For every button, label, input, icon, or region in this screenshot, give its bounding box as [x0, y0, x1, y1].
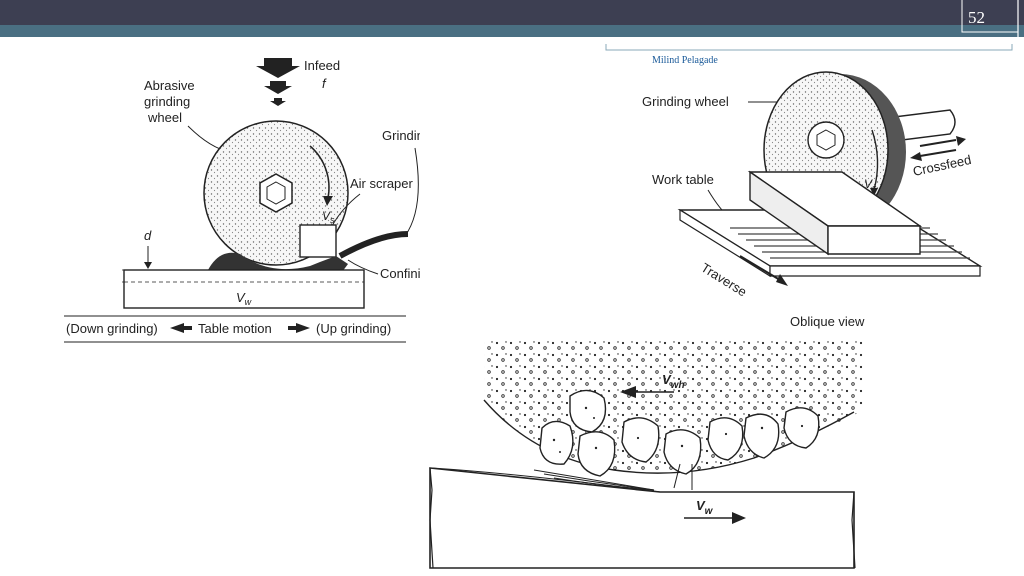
grit-cutting-diagram: Vwh Vw [429, 340, 864, 569]
table-motion-label: Table motion [198, 321, 272, 336]
slide-number-frame [605, 0, 1019, 51]
svg-text:Vwh: Vwh [662, 372, 685, 391]
infeed-arrows [256, 58, 300, 106]
traverse-label: Traverse [698, 260, 749, 300]
workpiece [123, 269, 365, 309]
svg-text:Vs: Vs [322, 209, 335, 225]
bottom-workpiece [429, 467, 855, 569]
author-name: Milind Pelagade [652, 55, 718, 66]
infeed-label: Infeed [304, 58, 340, 73]
slide-number: 52 [968, 8, 985, 27]
abrasive-label-1: Abrasive [144, 78, 195, 93]
infeed-symbol: f [322, 76, 327, 91]
grinding-wheel-label: Grinding wheel [642, 94, 729, 109]
depth-label: d [144, 228, 152, 243]
accent-bar [0, 25, 1024, 37]
confining-baffle-label: Confining baffle [380, 266, 420, 281]
work-table-label: Work table [652, 172, 714, 187]
vwh-arrow-icon [620, 386, 636, 398]
air-scraper-label: Air scraper [350, 176, 414, 191]
grinding-fluid-label: Grinding fluid [382, 128, 420, 143]
svg-text:Vw: Vw [236, 290, 252, 307]
oblique-view-diagram: Grinding wheel Vs Crossfeed Work table T… [642, 71, 983, 329]
up-grinding-label: (Up grinding) [316, 321, 391, 336]
title-bar [0, 0, 1024, 25]
arrow-left-icon [170, 323, 192, 333]
arrow-right-icon [288, 323, 310, 333]
abrasive-label-3: wheel [147, 110, 182, 125]
svg-text:Vw: Vw [696, 498, 714, 517]
abrasive-label-2: grinding [144, 94, 190, 109]
vw-arrow-icon [732, 512, 746, 524]
oblique-view-label: Oblique view [790, 314, 865, 329]
abrasive-grits [539, 389, 820, 477]
svg-text:Vs: Vs [864, 177, 877, 193]
down-grinding-label: (Down grinding) [66, 321, 158, 336]
surface-grinding-diagram: Infeed f Abrasive grinding wheel Vs Grin… [64, 58, 420, 343]
air-scraper [299, 224, 337, 258]
